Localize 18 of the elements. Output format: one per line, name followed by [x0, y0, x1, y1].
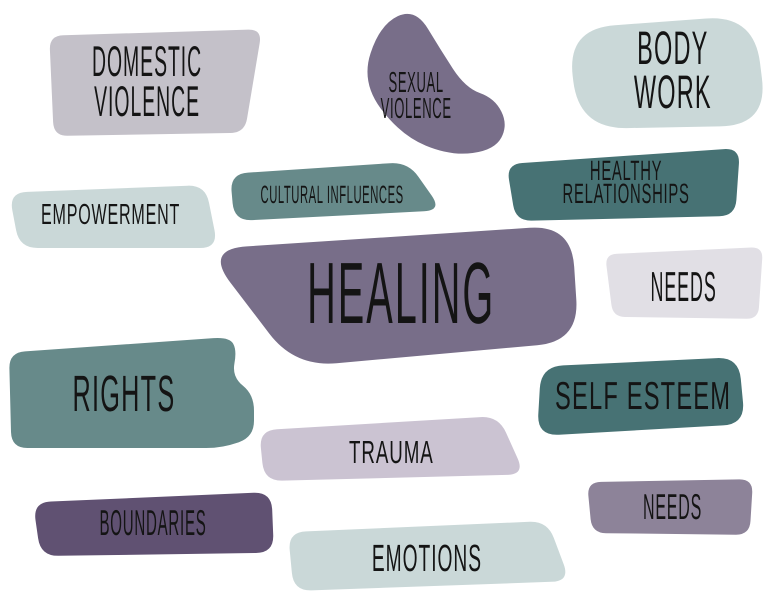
topic-label: HEALTHY RELATIONSHIPS: [562, 159, 690, 205]
topic-blob: [9, 185, 218, 248]
topic-label: RIGHTS: [72, 366, 176, 422]
topic-blob: [9, 337, 254, 448]
topic-label: HEALING: [307, 246, 496, 342]
topic-label: BOUNDARIES: [100, 503, 207, 543]
topic-blob: [537, 357, 745, 436]
topic-blob: [605, 247, 763, 319]
topic-label: NEEDS: [642, 487, 702, 527]
topic-label: SELF ESTEEM: [555, 374, 732, 418]
topic-label: CULTURAL INFLUENCES: [260, 180, 404, 210]
topic-label: SEXUAL VIOLENCE: [380, 70, 452, 122]
topic-label: NEEDS: [650, 264, 716, 310]
topic-label: BODY WORK: [634, 26, 712, 114]
topic-label: DOMESTIC VIOLENCE: [92, 42, 202, 122]
topic-label: EMOTIONS: [372, 538, 482, 580]
topic-label: EMPOWERMENT: [40, 198, 180, 232]
topic-label: TRAUMA: [348, 434, 434, 470]
